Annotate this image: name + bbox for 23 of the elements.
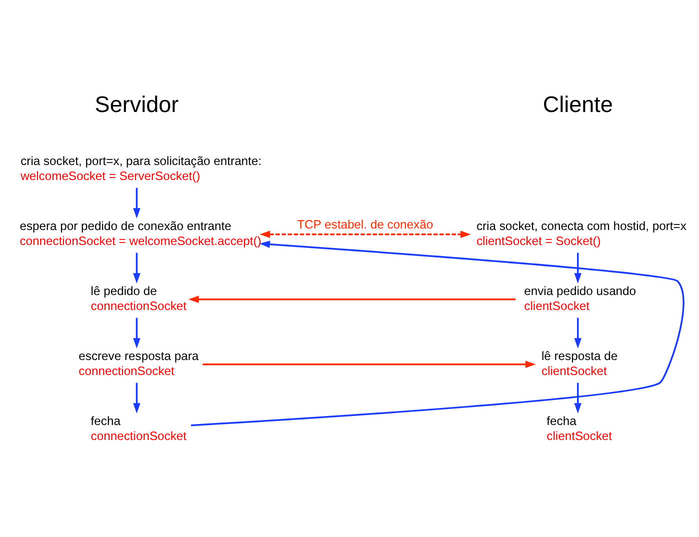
node-text: espera por pedido de conexão entrante connectionSocket = welcomeSocket.accept() [20,218,262,248]
node-text: fecha clientSocket [546,414,612,442]
arrow [133,382,140,414]
arrow [574,382,582,414]
arrow [190,240,684,426]
arrow [133,317,140,348]
node-text: lê resposta de clientSocket [541,348,618,378]
arrow [260,230,471,238]
label: Servidor [94,91,179,116]
arrow [133,252,140,284]
node-text: cria socket, port=x, para solicitação entrante: welcomeSocket = ServerSocket() [20,154,262,182]
edge-label: TCP estabel. de conexão [297,216,434,231]
node-text: lê pedido de connectionSocket [90,284,187,312]
node-text: escreve resposta para connectionSocket [78,348,199,378]
node-text: envia pedido usando clientSocket [524,284,636,312]
node-text: fecha connectionSocket [90,414,187,442]
arrow [202,360,536,368]
arrow [133,187,140,218]
arrow [574,317,582,348]
arrow [574,252,582,284]
arrow [188,295,516,302]
node-text: cria socket, conecta com hostid, port=x clientSocket = Socket() [476,218,686,248]
label: Cliente [542,91,613,116]
